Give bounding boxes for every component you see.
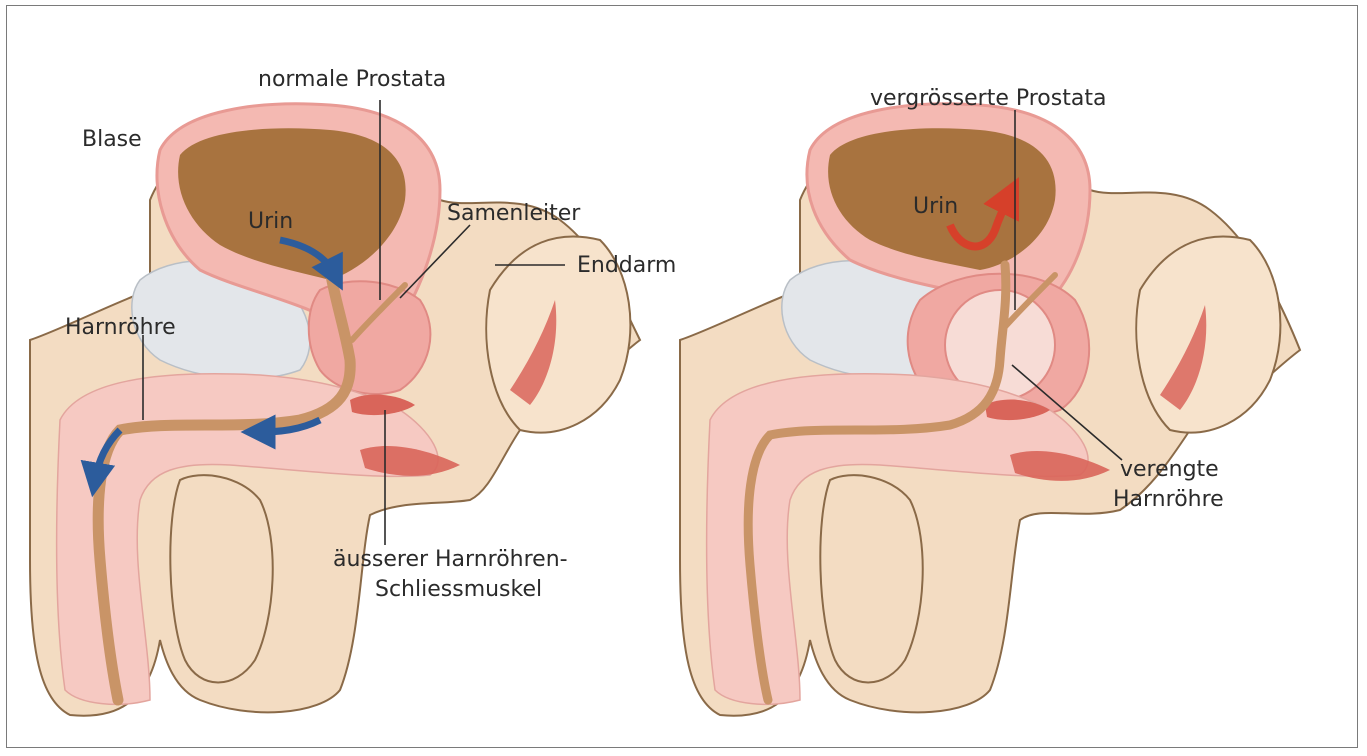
right-rectum xyxy=(1136,237,1280,433)
label-enddarm: Enddarm xyxy=(577,253,676,278)
left-prostate xyxy=(309,281,431,394)
left-panel-normal-prostate: Blase normale Prostata Urin Samenleiter … xyxy=(30,67,676,716)
label-samenleiter: Samenleiter xyxy=(447,201,581,226)
label-verengte-line1: verengte xyxy=(1120,457,1219,482)
label-harnroehre-left: Harnröhre xyxy=(65,315,176,340)
left-scrotum xyxy=(170,475,272,682)
right-scrotum xyxy=(820,475,922,682)
label-vergroesserte-prostata: vergrösserte Prostata xyxy=(870,86,1106,111)
label-urin-right: Urin xyxy=(913,194,958,219)
label-schliessmuskel-line1: äusserer Harnröhren- xyxy=(333,547,568,572)
label-normale-prostata: normale Prostata xyxy=(258,67,446,92)
label-schliessmuskel-line2: Schliessmuskel xyxy=(375,577,542,602)
right-panel-enlarged-prostate: vergrösserte Prostata Urin verengte Harn… xyxy=(680,86,1300,716)
label-urin-left: Urin xyxy=(248,209,293,234)
label-verengte-line2: Harnröhre xyxy=(1113,487,1224,512)
label-blase: Blase xyxy=(82,127,142,152)
